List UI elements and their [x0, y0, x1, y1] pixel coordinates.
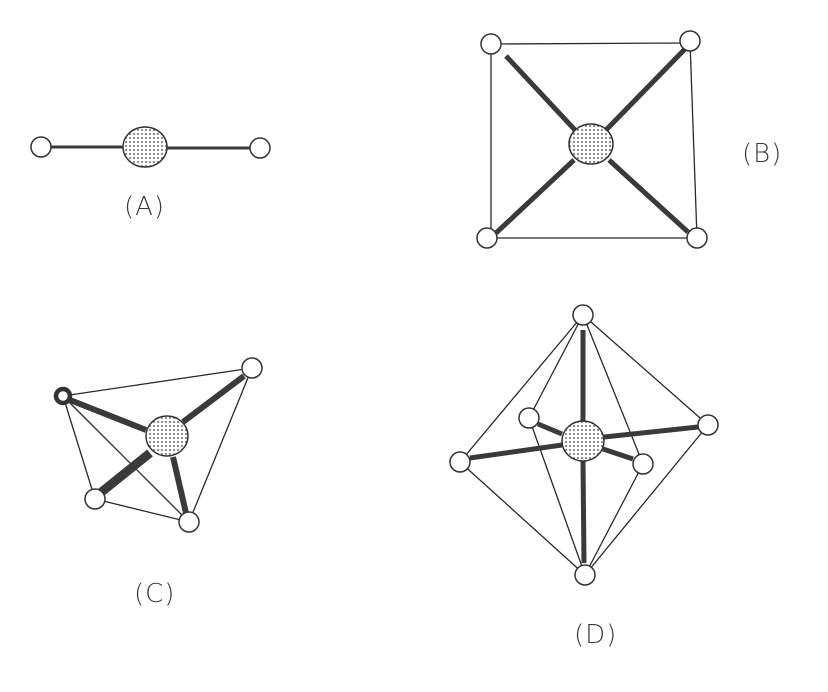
ligand-atom: [476, 227, 498, 249]
polyhedron-edge: [584, 463, 644, 576]
panel-label-a: (A): [124, 192, 166, 222]
ligand-atom: [480, 33, 502, 55]
ligand-atom: [679, 30, 701, 52]
ligand-atom: [241, 357, 263, 379]
bond: [181, 373, 246, 425]
ligand-atom: [449, 451, 471, 473]
ligand-atom: [84, 488, 106, 510]
ligand-atom: [249, 137, 271, 159]
polyhedron-edge: [188, 367, 253, 523]
polyhedron-edge: [62, 367, 253, 397]
bond: [469, 442, 563, 461]
ligand-atom: [178, 511, 200, 533]
central-atom: [561, 420, 605, 462]
polyhedron-edge: [528, 314, 584, 419]
polyhedron-edge: [490, 42, 691, 45]
bond: [604, 47, 687, 132]
ligand-atom: [686, 227, 708, 249]
polyhedron-edge: [582, 314, 709, 426]
central-atom: [122, 126, 168, 168]
polyhedron-edge: [582, 314, 644, 465]
polyhedron-edge: [689, 40, 698, 239]
polyhedron-edge: [584, 424, 709, 576]
ligand-atom: [572, 304, 594, 326]
ligand-atom: [53, 386, 73, 406]
central-atom: [145, 415, 189, 457]
bond: [494, 158, 576, 235]
bond: [96, 449, 153, 498]
central-atom: [568, 123, 614, 165]
polyhedron-edge: [459, 314, 584, 463]
polyhedron-edge: [528, 417, 586, 576]
panel-tetrahedral: [53, 357, 263, 533]
bond: [68, 397, 148, 433]
polyhedron-edge: [62, 395, 190, 523]
panel-square-planar: [476, 30, 708, 249]
panel-label-b: (B): [742, 139, 783, 169]
bond: [602, 446, 634, 462]
bond: [537, 421, 563, 437]
bond: [607, 158, 690, 234]
polyhedron-edge: [459, 461, 586, 576]
bond: [603, 424, 699, 440]
panel-label-d: (D): [574, 620, 618, 650]
ligand-atom: [518, 407, 540, 429]
panel-octahedral: [449, 304, 719, 586]
ligand-atom: [574, 564, 596, 586]
polyhedron-edge: [62, 395, 96, 500]
ligand-atom: [697, 414, 719, 436]
panel-label-c: (C): [134, 579, 176, 609]
ligand-atom: [30, 136, 52, 158]
bond: [580, 460, 587, 564]
panel-linear: [30, 126, 271, 168]
polyhedron-edge: [94, 498, 190, 523]
ligand-atom: [632, 453, 654, 475]
bond: [504, 54, 577, 132]
bond: [170, 456, 189, 514]
